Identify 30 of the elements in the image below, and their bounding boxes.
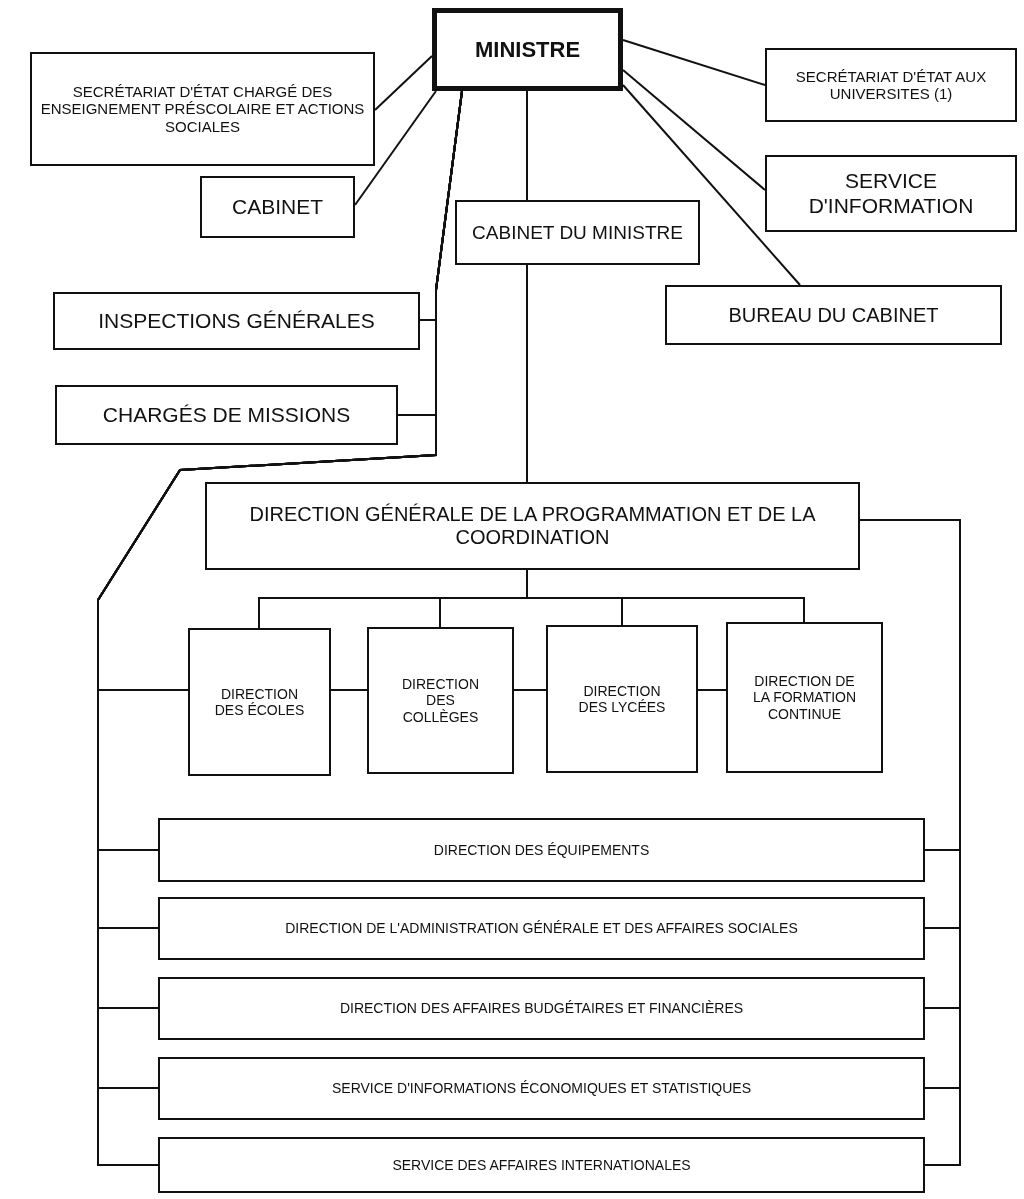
connector-line bbox=[513, 689, 547, 691]
unit-box: CABINET DU MINISTRE bbox=[455, 200, 700, 265]
unit-box: DIRECTION GÉNÉRALE DE LA PROGRAMMATION ET DE LA COORDINATION bbox=[205, 482, 860, 570]
unit-box: BUREAU DU CABINET bbox=[665, 285, 1002, 345]
connector-line bbox=[622, 84, 801, 286]
unit-box: SERVICE D'INFORMATIONS ÉCONOMIQUES ET STATISTIQUES bbox=[158, 1057, 925, 1120]
connector-line bbox=[622, 69, 766, 191]
connector-line bbox=[354, 90, 437, 206]
unit-box: CABINET bbox=[200, 176, 355, 238]
unit-box: SECRÉTARIAT D'ÉTAT AUX UNIVERSITES (1) bbox=[765, 48, 1017, 122]
unit-box: INSPECTIONS GÉNÉRALES bbox=[53, 292, 420, 350]
unit-box: DIRECTION DES ÉCOLES bbox=[188, 628, 331, 776]
connector-line bbox=[697, 689, 727, 691]
unit-box: SERVICE D'INFORMATION bbox=[765, 155, 1017, 232]
connector-line bbox=[526, 569, 805, 623]
connector-line bbox=[526, 90, 528, 201]
unit-box: DIRECTION DES COLLÈGES bbox=[367, 627, 514, 774]
unit-box: DIRECTION DE L'ADMINISTRATION GÉNÉRALE ET DES AFFAIRES SOCIALES bbox=[158, 897, 925, 960]
unit-box: CHARGÉS DE MISSIONS bbox=[55, 385, 398, 445]
connector-line bbox=[330, 689, 368, 691]
unit-box: DIRECTION DES ÉQUIPEMENTS bbox=[158, 818, 925, 882]
connector-line bbox=[526, 264, 528, 483]
connector-line bbox=[374, 55, 433, 111]
unit-box: DIRECTION DES AFFAIRES BUDGÉTAIRES ET FINANCIÈRES bbox=[158, 977, 925, 1040]
unit-box: DIRECTION DES LYCÉES bbox=[546, 625, 698, 773]
connector-line bbox=[622, 39, 766, 86]
unit-box: DIRECTION DE LA FORMATION CONTINUE bbox=[726, 622, 883, 773]
unit-box: SERVICE DES AFFAIRES INTERNATIONALES bbox=[158, 1137, 925, 1193]
unit-box: SECRÉTARIAT D'ÉTAT CHARGÉ DES ENSEIGNEMENT PRÉSCOLAIRE ET ACTIONS SOCIALES bbox=[30, 52, 375, 166]
unit-box: MINISTRE bbox=[432, 8, 623, 91]
